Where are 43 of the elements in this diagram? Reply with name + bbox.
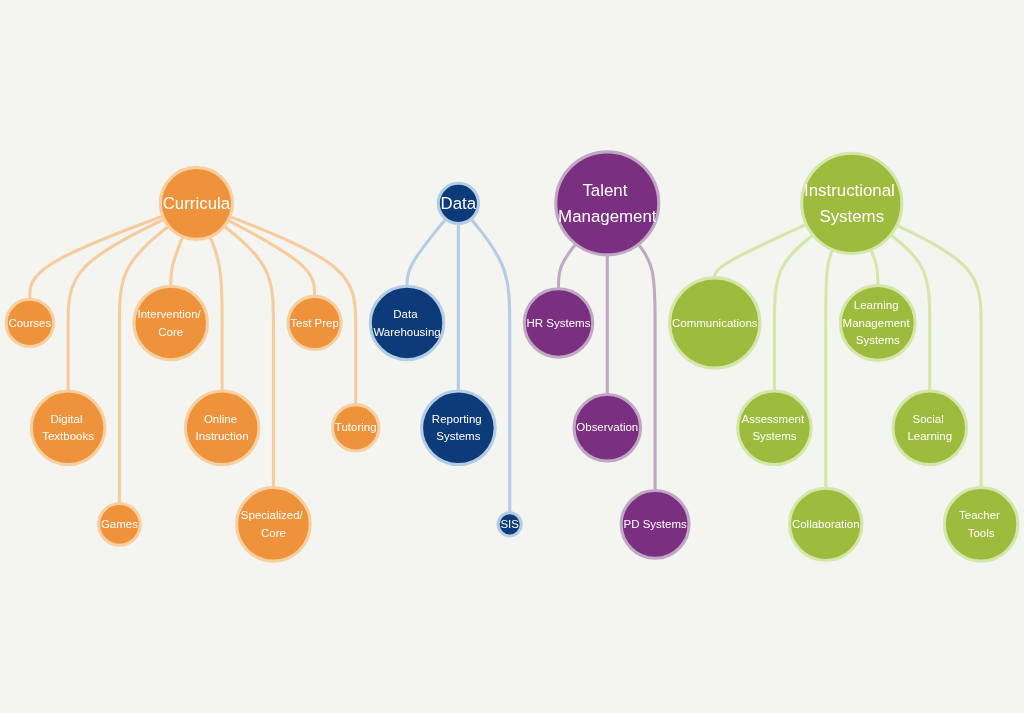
connector — [896, 223, 983, 488]
node-circle: Tutoring — [331, 403, 381, 453]
connector — [208, 236, 224, 392]
connector — [869, 249, 880, 286]
connector — [169, 236, 185, 287]
node-circle: Assessment Systems — [736, 389, 813, 467]
connector — [824, 249, 835, 489]
node-circle: PD Systems — [619, 488, 691, 560]
connector — [229, 215, 358, 405]
node-circle: Communications — [668, 276, 762, 370]
connector — [713, 222, 807, 278]
connector — [456, 223, 460, 392]
connector — [223, 225, 275, 488]
node-circle: Learning Management Systems — [838, 284, 917, 362]
node-circle: Observation — [572, 393, 643, 463]
node-circle: Talent Management — [554, 150, 661, 257]
node-circle: Courses — [4, 297, 56, 349]
connector — [889, 233, 932, 392]
connector — [637, 243, 657, 491]
node-circle: SIS — [496, 511, 523, 538]
connector — [772, 233, 814, 392]
connector — [66, 217, 165, 392]
node-circle: Collaboration — [788, 486, 864, 563]
node-circle: Curricula — [158, 165, 234, 241]
node-circle: HR Systems — [522, 287, 595, 359]
node-circle: Instructional Systems — [800, 151, 904, 255]
node-circle: Intervention/ Core — [132, 284, 210, 362]
node-circle: Teacher Tools — [942, 486, 1020, 563]
node-circle: Digital Textbooks — [29, 389, 107, 467]
node-circle: Specialized/ Core — [235, 486, 312, 563]
connector — [469, 218, 512, 513]
node-circle: Online Instruction — [183, 389, 261, 467]
connector — [405, 218, 447, 287]
node-circle: Social Learning — [891, 389, 969, 467]
connector — [117, 225, 170, 504]
node-circle: Test Prep — [286, 294, 343, 352]
connector — [227, 218, 317, 297]
node-circle: Data — [436, 181, 480, 225]
connector — [605, 254, 609, 395]
connector — [556, 243, 577, 289]
node-circle: Data Warehousing — [368, 284, 446, 362]
node-circle: Games — [97, 502, 142, 547]
node-circle: Reporting Systems — [420, 389, 497, 467]
